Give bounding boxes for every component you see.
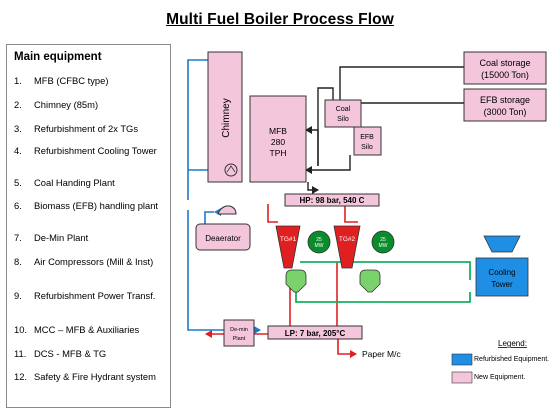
chimney-label: Chimney <box>221 98 232 137</box>
efb-silo-label-2: Silo <box>361 144 373 151</box>
gen1-label-1: 25 <box>316 237 322 243</box>
tg1-turbine-icon <box>275 225 301 269</box>
condenser-1-icon <box>285 269 307 293</box>
lp-to-paper <box>337 338 357 358</box>
legend-refurbished-label: Refurbished Equipment. <box>474 356 549 363</box>
lp-header <box>267 325 363 340</box>
fan-icon <box>224 163 238 177</box>
efb-storage <box>463 88 547 122</box>
demin-plant <box>223 319 255 347</box>
paper-machine-label: Paper M/c <box>362 349 401 359</box>
hp-to-tg1 <box>267 204 278 223</box>
coal-silo-label-1: Coal <box>336 106 351 113</box>
efb-silo-label-1: EFB <box>360 134 374 141</box>
gen2-label-1: 25 <box>380 237 386 243</box>
fan-blade-icon <box>226 165 236 173</box>
mfb-label-1: MFB <box>269 126 287 136</box>
demin-label-1: De-min <box>230 327 248 333</box>
mfb-label-3: TPH <box>270 148 287 158</box>
page-title: Multi Fuel Boiler Process Flow <box>166 11 394 28</box>
coal-storage-label-2: (15000 Ton) <box>481 70 529 80</box>
equipment-item: 12.Safety & Fire Hydrant system <box>14 371 156 382</box>
cooling-return <box>295 285 471 303</box>
equipment-item: 5.Coal Handing Plant <box>14 177 115 188</box>
tg2-turbine-icon <box>333 225 361 269</box>
efb-storage-label-2: (3000 Ton) <box>484 107 527 117</box>
coal-feed-arrow <box>305 126 319 166</box>
equipment-item: 4.Refurbishment Cooling Tower <box>14 145 157 156</box>
equipment-item: 8.Air Compressors (Mill & Inst) <box>14 256 154 267</box>
generator-1-icon <box>307 230 331 254</box>
efb-silo <box>353 126 382 156</box>
coal-storage-line <box>339 66 464 100</box>
efb-storage-label-1: EFB storage <box>480 95 530 105</box>
cooling-tower-label-1: Cooling <box>488 268 515 277</box>
deaerator-label: Deaerator <box>205 234 241 243</box>
coal-silo-label-2: Silo <box>337 116 349 123</box>
chimney <box>207 51 243 183</box>
cooling-tower-label-2: Tower <box>491 280 513 289</box>
steam-to-hp-arrow <box>307 182 319 194</box>
hp-to-tg2 <box>344 204 358 223</box>
equipment-item: 1.MFB (CFBC type) <box>14 75 109 86</box>
tg2-label: TG#2 <box>339 236 356 243</box>
coal-storage-label-1: Coal storage <box>479 58 530 68</box>
gen1-label-2: MW <box>315 243 324 249</box>
condenser-2-icon <box>359 269 381 293</box>
fuel-lines <box>305 66 464 194</box>
silo-to-mfb-line <box>317 87 334 166</box>
cooling-lines <box>295 261 471 303</box>
equipment-item: 7.De-Min Plant <box>14 232 89 243</box>
cooling-tower-top-icon <box>483 235 521 253</box>
coal-storage <box>463 51 547 85</box>
legend-title: Legend: <box>498 339 527 348</box>
main-equipment-heading: Main equipment <box>14 51 102 63</box>
tg1-label: TG#1 <box>280 236 297 243</box>
equipment-item: 11.DCS - MFB & TG <box>14 348 107 359</box>
legend-swatch-refurbished <box>451 353 473 366</box>
efb-storage-line <box>353 102 464 127</box>
mfb-boiler <box>249 95 307 183</box>
legend-new-label: New Equipment. <box>474 374 525 381</box>
cooling-supply <box>300 261 471 280</box>
deaerator-dome-icon <box>217 205 237 215</box>
gen2-label-2: MW <box>379 243 388 249</box>
coal-silo <box>324 99 362 128</box>
equipment-item: 6.Biomass (EFB) handling plant <box>14 200 159 211</box>
equipment-item: 9.Refurbishment Power Transf. <box>14 290 156 301</box>
efb-feed-arrow <box>305 155 351 174</box>
lp-header-label: LP: 7 bar, 205°C <box>285 329 346 338</box>
main-equipment-panel: Main equipment 1.MFB (CFBC type) 2.Chimn… <box>6 44 171 408</box>
hp-header-label: HP: 98 bar, 540 C <box>300 196 365 205</box>
equipment-item: 3.Refurbishment of 2x TGs <box>14 123 139 134</box>
legend-swatch-new <box>451 371 473 384</box>
demin-label-2: Plant <box>233 336 246 342</box>
equipment-item: 10.MCC – MFB & Auxiliaries <box>14 324 140 335</box>
generator-2-icon <box>371 230 395 254</box>
equipment-item: 2.Chimney (85m) <box>14 99 99 110</box>
hp-header <box>284 193 380 207</box>
deaerator <box>195 223 251 251</box>
mfb-label-2: 280 <box>271 137 285 147</box>
cooling-tower <box>475 257 529 297</box>
